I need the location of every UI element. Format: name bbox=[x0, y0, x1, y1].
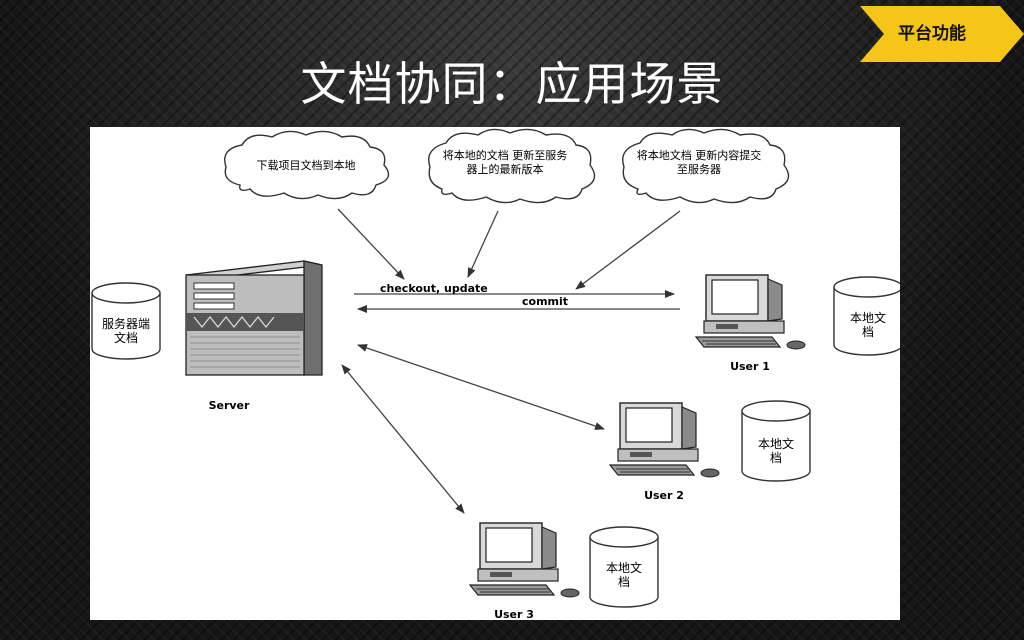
link-user2 bbox=[357, 344, 605, 430]
user2-computer-icon bbox=[609, 402, 720, 478]
user1-computer-icon bbox=[695, 274, 806, 350]
server-label: Server bbox=[208, 399, 250, 412]
cloud-download-pointer bbox=[337, 208, 405, 280]
commit-label: commit bbox=[522, 295, 569, 308]
cloud-download-text: 下载项目文档到本地 bbox=[256, 159, 356, 172]
user3-storage-label: 本地文档 bbox=[605, 561, 642, 589]
user1-storage-label: 本地文档 bbox=[849, 311, 886, 339]
cloud-download bbox=[224, 130, 390, 200]
cloud-update bbox=[428, 128, 596, 204]
user2-storage-label: 本地文档 bbox=[757, 437, 794, 465]
user3-label: User 3 bbox=[494, 608, 534, 620]
user1-storage-cylinder bbox=[833, 276, 900, 356]
user1-label: User 1 bbox=[730, 360, 770, 373]
server-storage-label: 服务器端文档 bbox=[101, 317, 150, 345]
cloud-commit-text: 将本地文档 更新内容提交至服务器 bbox=[636, 149, 762, 176]
cloud-commit bbox=[622, 128, 790, 204]
checkout-label: checkout, update bbox=[380, 282, 488, 295]
section-badge: 平台功能 bbox=[860, 6, 1024, 62]
user2-label: User 2 bbox=[644, 489, 684, 502]
cloud-commit-pointer bbox=[575, 210, 681, 290]
user2-storage-cylinder bbox=[741, 400, 811, 482]
cloud-update-text: 将本地的文档 更新至服务器上的最新版本 bbox=[442, 149, 568, 176]
diagram-panel: 下载项目文档到本地 将本地的文档 更新至服务器上的最新版本 将本地文档 更新内容… bbox=[90, 127, 900, 620]
cloud-update-pointer bbox=[467, 210, 499, 278]
link-user3 bbox=[341, 364, 465, 514]
user3-storage-cylinder bbox=[589, 526, 659, 608]
server-icon bbox=[185, 260, 323, 376]
server-storage-cylinder bbox=[91, 282, 161, 360]
page-title: 文档协同：应用场景 bbox=[300, 57, 724, 111]
badge-label: 平台功能 bbox=[898, 24, 966, 44]
user3-computer-icon bbox=[469, 522, 580, 598]
